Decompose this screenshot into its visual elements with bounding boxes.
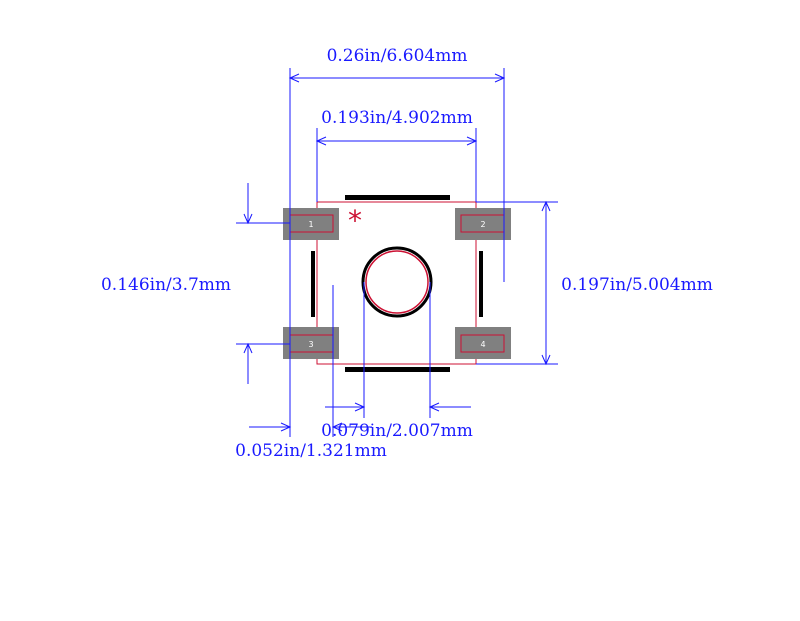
pad-4-outline: [460, 334, 505, 353]
silkscreen-left: [311, 251, 315, 317]
arrow-left-icon: [315, 136, 327, 146]
arrow-left-icon: [288, 73, 300, 83]
dim-overall-width: 0.26in/6.604mm: [288, 46, 506, 437]
pad-4-copper: [455, 327, 511, 359]
arrow-left-icon: [428, 402, 440, 412]
arrow-right-icon: [280, 422, 292, 432]
dim-body-width: 0.193in/4.902mm: [315, 108, 478, 202]
dim-overall-width-label: 0.26in/6.604mm: [327, 46, 468, 66]
pad-1-copper: [283, 208, 339, 240]
pad-3-copper: [283, 327, 339, 359]
silkscreen-right: [479, 251, 483, 317]
pad-1: 1: [283, 208, 339, 240]
dim-pad-pitch-vertical: 0.146in/3.7mm: [101, 183, 290, 384]
dim-pad-pitch-vertical-label: 0.146in/3.7mm: [101, 275, 231, 295]
dim-pad-height-label: 0.052in/1.321mm: [235, 441, 387, 461]
pad-2-label: 2: [480, 220, 485, 229]
center-circle: [361, 246, 433, 318]
silkscreen-top: [345, 195, 450, 200]
center-circle-inner: [365, 250, 429, 314]
arrow-up-icon: [243, 342, 253, 354]
center-circle-outer: [361, 246, 433, 318]
pad-3: 3: [283, 327, 339, 359]
dim-body-width-label: 0.193in/4.902mm: [321, 108, 473, 128]
dim-pad-height: 0.052in/1.321mm: [235, 285, 387, 461]
arrow-down-icon: [243, 213, 253, 225]
dim-body-height: 0.197in/5.004mm: [476, 200, 713, 366]
pad-4-label: 4: [480, 340, 485, 349]
pad-2: 2: [455, 208, 511, 240]
pad-2-copper: [455, 208, 511, 240]
body-outline: [316, 201, 477, 365]
pin1-marker-icon: *: [348, 204, 362, 237]
dim-pad-width: 0.079in/2.007mm: [321, 282, 473, 441]
arrow-up-icon: [541, 200, 551, 212]
pad-4: 4: [455, 327, 511, 359]
arrow-right-icon: [466, 136, 478, 146]
pad-1-label: 1: [308, 220, 313, 229]
silkscreen: [311, 195, 483, 372]
pad-3-label: 3: [308, 340, 313, 349]
arrow-right-icon: [354, 402, 366, 412]
arrow-down-icon: [541, 354, 551, 366]
arrow-right-icon: [494, 73, 506, 83]
arrow-left-icon: [331, 422, 343, 432]
dim-body-height-label: 0.197in/5.004mm: [561, 275, 713, 295]
dim-pad-width-label: 0.079in/2.007mm: [321, 421, 473, 441]
silkscreen-bottom: [345, 367, 450, 372]
